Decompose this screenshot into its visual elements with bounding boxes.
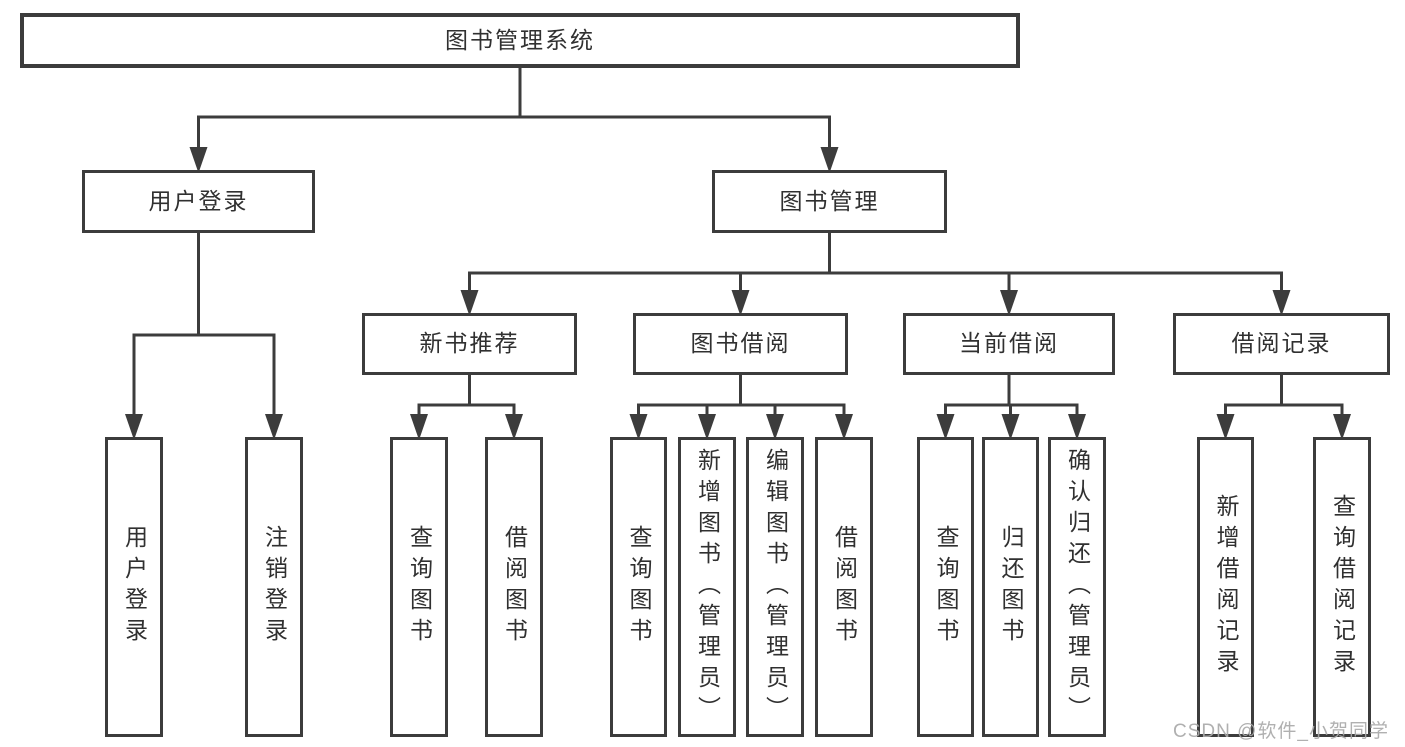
node-leaf-return-book: 归还图书 <box>982 437 1039 737</box>
node-leaf-confirm-return: 确认归还（管理员） <box>1048 437 1106 737</box>
node-root: 图书管理系统 <box>20 13 1020 68</box>
node-new-book-rec-label: 新书推荐 <box>419 330 520 357</box>
node-book-mgmt: 图书管理 <box>712 170 947 233</box>
node-user-login: 用户登录 <box>82 170 315 233</box>
node-borrow-record-label: 借阅记录 <box>1231 330 1332 357</box>
node-leaf-query-record: 查询借阅记录 <box>1313 437 1371 737</box>
node-user-login-label: 用户登录 <box>148 187 249 214</box>
node-leaf-user-login: 用户登录 <box>105 437 163 737</box>
node-leaf-query-book-3-label: 查询图书 <box>933 525 959 649</box>
node-leaf-add-book-label: 新增图书（管理员） <box>694 447 721 727</box>
node-leaf-add-record: 新增借阅记录 <box>1197 437 1254 737</box>
node-leaf-query-book-3: 查询图书 <box>917 437 974 737</box>
node-current-borrow-label: 当前借阅 <box>959 330 1059 357</box>
node-leaf-query-record-label: 查询借阅记录 <box>1329 494 1356 680</box>
node-leaf-logout: 注销登录 <box>245 437 303 737</box>
node-new-book-rec: 新书推荐 <box>362 313 577 375</box>
node-leaf-query-book-1: 查询图书 <box>390 437 448 737</box>
node-leaf-edit-book-label: 编辑图书（管理员） <box>762 447 789 727</box>
node-root-label: 图书管理系统 <box>445 26 595 53</box>
node-book-borrow: 图书借阅 <box>633 313 848 375</box>
node-leaf-borrow-book-1: 借阅图书 <box>485 437 543 737</box>
node-leaf-borrow-book-1-label: 借阅图书 <box>501 525 528 649</box>
node-leaf-query-book-2-label: 查询图书 <box>626 525 652 649</box>
node-leaf-user-login-label: 用户登录 <box>121 525 148 649</box>
node-leaf-add-book: 新增图书（管理员） <box>678 437 736 737</box>
node-leaf-add-record-label: 新增借阅记录 <box>1213 494 1239 680</box>
node-current-borrow: 当前借阅 <box>903 313 1115 375</box>
node-leaf-return-book-label: 归还图书 <box>998 525 1024 649</box>
node-leaf-query-book-1-label: 查询图书 <box>406 525 433 649</box>
node-leaf-confirm-return-label: 确认归还（管理员） <box>1064 447 1091 727</box>
node-leaf-edit-book: 编辑图书（管理员） <box>746 437 804 737</box>
node-book-borrow-label: 图书借阅 <box>690 330 791 357</box>
node-leaf-logout-label: 注销登录 <box>261 525 288 649</box>
watermark: CSDN @软件_小贺同学 <box>1173 721 1389 742</box>
node-book-mgmt-label: 图书管理 <box>779 187 880 214</box>
node-leaf-borrow-book-2-label: 借阅图书 <box>831 525 858 649</box>
node-leaf-borrow-book-2: 借阅图书 <box>815 437 873 737</box>
node-borrow-record: 借阅记录 <box>1173 313 1390 375</box>
node-leaf-query-book-2: 查询图书 <box>610 437 667 737</box>
